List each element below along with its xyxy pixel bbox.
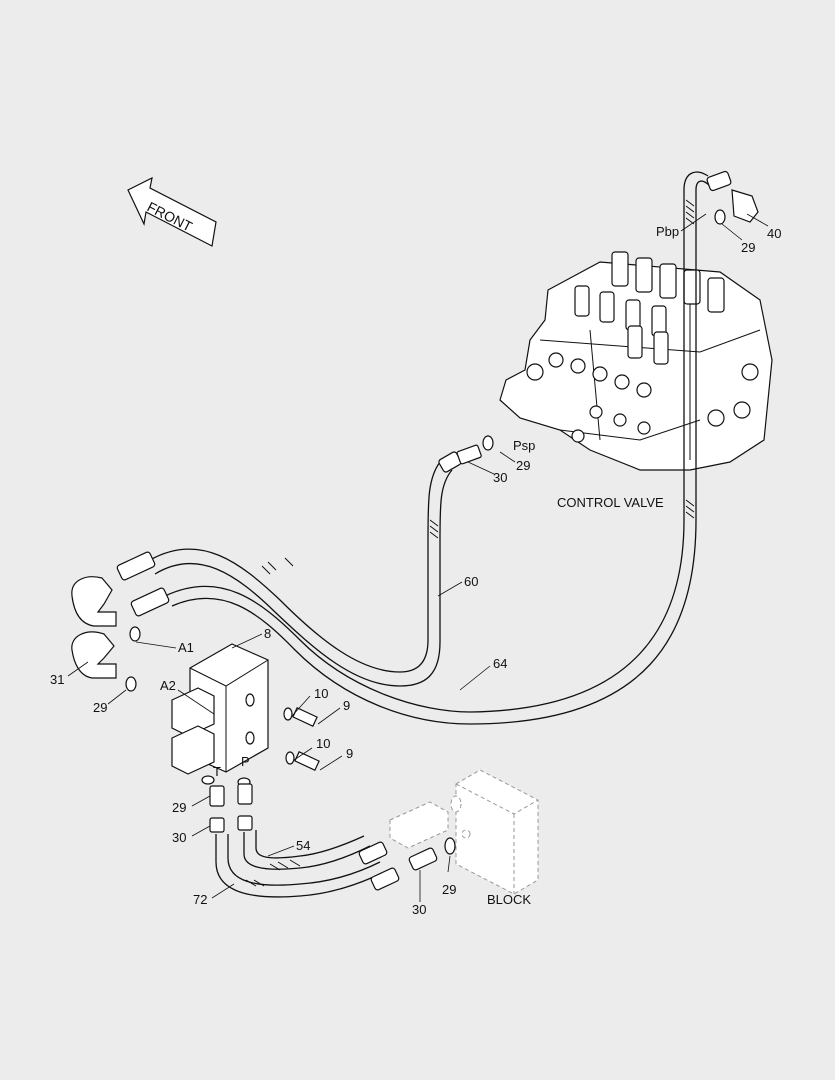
port-pbp-label: Pbp — [656, 224, 679, 239]
control-valve-label: CONTROL VALVE — [557, 495, 664, 510]
port-a1-label: A1 — [178, 640, 194, 655]
control-valve: CONTROL VALVE — [499, 251, 773, 510]
callout-29-pbp: 29 — [741, 240, 755, 255]
bolts-9-washers-10 — [283, 707, 320, 771]
callout-9-bot: 9 — [346, 746, 353, 761]
front-arrow: FRONT — [127, 176, 217, 247]
elbow-fitting-31 — [71, 576, 141, 692]
callout-9-top: 9 — [343, 698, 350, 713]
port-p-label: P — [241, 754, 250, 769]
callout-8: 8 — [264, 626, 271, 641]
leader-lines — [67, 213, 769, 902]
callout-60: 60 — [464, 574, 478, 589]
callout-29-block: 29 — [442, 882, 456, 897]
hose-60 — [149, 435, 494, 687]
port-a2-label: A2 — [160, 678, 176, 693]
callout-30-t: 30 — [172, 830, 186, 845]
callout-30-block: 30 — [412, 902, 426, 917]
valve-ports — [526, 352, 759, 443]
callout-10-bot: 10 — [316, 736, 330, 751]
callout-31: 31 — [50, 672, 64, 687]
callout-10-top: 10 — [314, 686, 328, 701]
callout-72: 72 — [193, 892, 207, 907]
callout-29-a2: 29 — [93, 700, 107, 715]
callout-29-t: 29 — [172, 800, 186, 815]
block: BLOCK — [389, 769, 539, 907]
hose-pbp: Pbp — [164, 170, 759, 725]
port-psp-label: Psp — [513, 438, 535, 453]
hose-ends-a — [116, 551, 170, 617]
callout-40: 40 — [767, 226, 781, 241]
solenoid-block-8 — [171, 643, 269, 787]
fitting-40 — [714, 189, 759, 225]
port-t-label: T — [213, 764, 221, 779]
callouts: 40 29 29 30 60 64 8 31 29 10 9 10 9 29 3… — [50, 226, 781, 917]
callout-64: 64 — [493, 656, 507, 671]
callout-30-psp: 30 — [493, 470, 507, 485]
block-label: BLOCK — [487, 892, 531, 907]
callout-54: 54 — [296, 838, 310, 853]
callout-29-psp: 29 — [516, 458, 530, 473]
